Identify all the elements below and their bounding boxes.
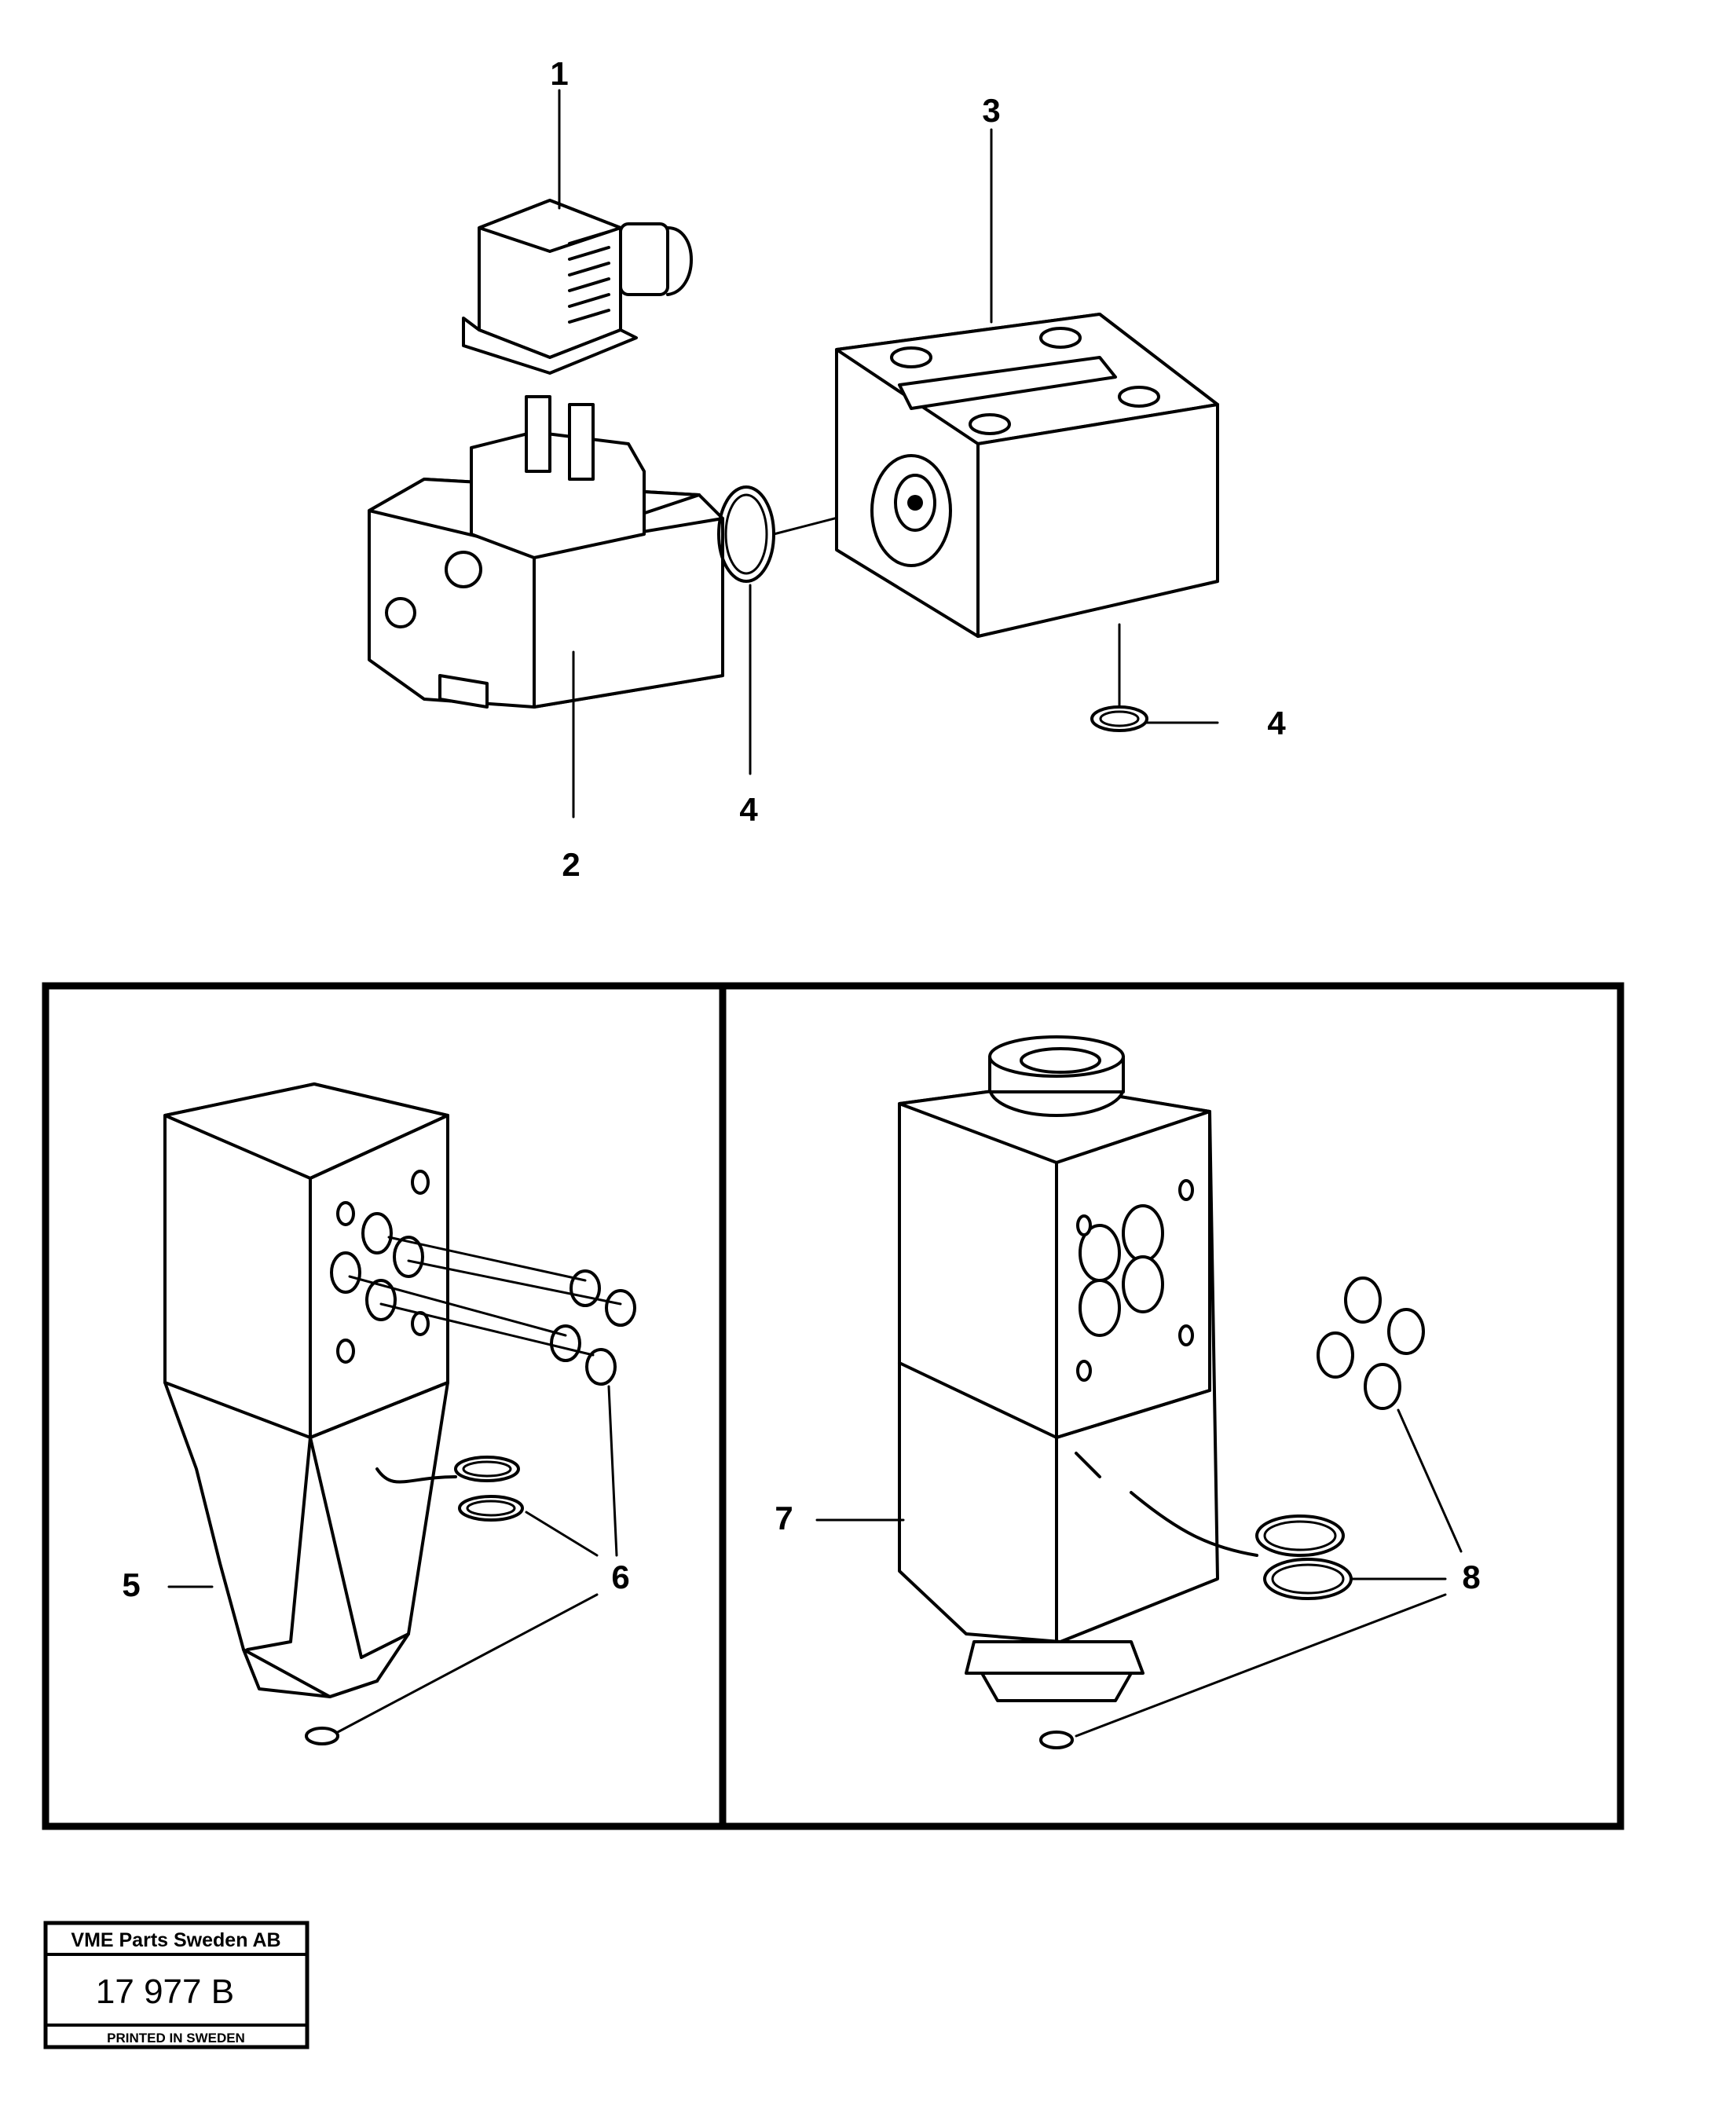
- o-ring-icon: [717, 485, 775, 583]
- callout-3: 3: [982, 92, 1000, 129]
- callout-2: 2: [562, 846, 580, 883]
- callout-4-right: 4: [1267, 705, 1286, 742]
- callout-4-left: 4: [739, 791, 758, 828]
- leader-lines-right-panel: [815, 1408, 1463, 1738]
- leader-lines-top: [558, 89, 1219, 819]
- callout-8: 8: [1462, 1558, 1480, 1595]
- variant-panel-frame: [42, 982, 1624, 1830]
- plug-connector-icon: [462, 199, 693, 375]
- callout-7: 7: [775, 1500, 793, 1536]
- o-ring-set-8: [1039, 1276, 1425, 1749]
- solenoid-coil-icon: [368, 395, 724, 709]
- valve-variant-7-icon: [898, 1035, 1258, 1702]
- valve-block-icon: [835, 313, 1219, 638]
- valve-variant-5-icon: [163, 1082, 449, 1698]
- callout-5: 5: [122, 1566, 140, 1603]
- company-name: VME Parts Sweden AB: [71, 1929, 280, 1951]
- leader-lines-left-panel: [167, 1385, 618, 1734]
- drawing-number: 17 977 B: [96, 1972, 234, 2011]
- title-block: VME Parts Sweden AB 17 977 B PRINTED IN …: [43, 1921, 309, 2049]
- o-ring-set-6: [305, 1236, 636, 1745]
- printed-in-sweden: PRINTED IN SWEDEN: [107, 2031, 245, 2046]
- callout-1: 1: [550, 55, 568, 92]
- o-ring-icon: [1090, 705, 1148, 732]
- callout-6: 6: [611, 1558, 629, 1595]
